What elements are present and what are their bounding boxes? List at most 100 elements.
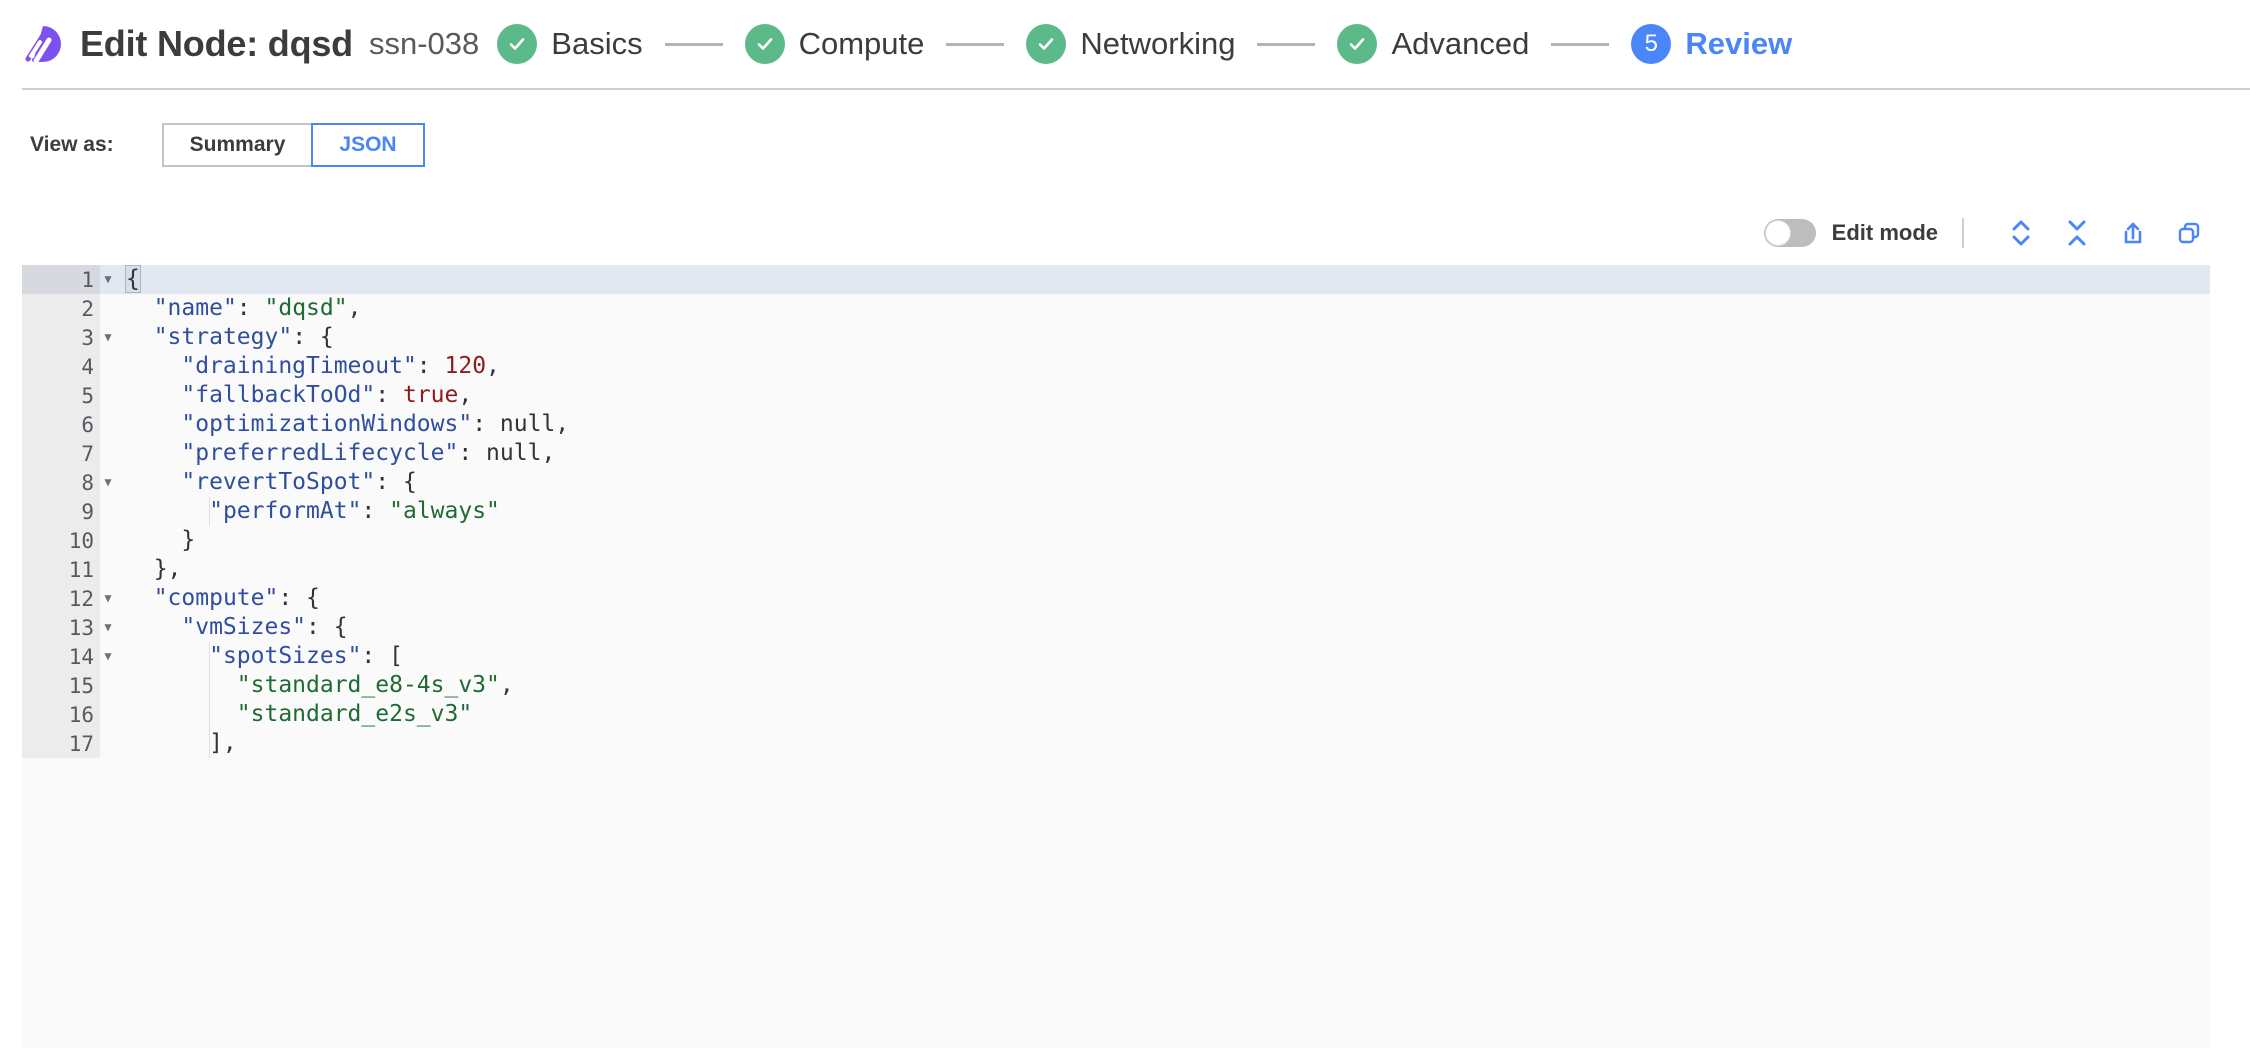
line-number: 2: [22, 294, 100, 323]
code-line[interactable]: 6▼ "optimizationWindows": null,: [22, 410, 2210, 439]
code-token: ,: [347, 295, 362, 321]
fold-toggle-icon[interactable]: ▼: [104, 475, 112, 489]
code-token: null: [499, 411, 556, 437]
fold-toggle-icon[interactable]: ▼: [104, 649, 112, 663]
collapse-all-icon[interactable]: [2054, 213, 2100, 253]
code-text: "optimizationWindows": null,: [116, 410, 569, 439]
code-text: ],: [116, 729, 237, 758]
step-label: Compute: [798, 26, 925, 61]
code-line[interactable]: 17▼ ],: [22, 729, 2210, 758]
code-token: "vmSizes": [181, 614, 307, 640]
code-line[interactable]: 3 ▼ "strategy": {: [22, 323, 2210, 352]
fold-toggle-icon[interactable]: ▼: [104, 330, 112, 344]
code-line[interactable]: 10▼ }: [22, 526, 2210, 555]
code-token: },: [126, 556, 182, 582]
code-line[interactable]: 13▼ "vmSizes": {: [22, 613, 2210, 642]
code-token: 120: [444, 353, 487, 379]
step-label: Advanced: [1391, 26, 1530, 61]
code-text: "spotSizes": [: [116, 642, 403, 671]
node-id: ssn-038: [368, 26, 480, 61]
code-text: "strategy": {: [116, 323, 334, 352]
indent-guide: [209, 642, 210, 671]
code-line[interactable]: 1▼{: [22, 265, 2210, 294]
code-token: [126, 440, 181, 466]
code-line[interactable]: 2▼ "name": "dqsd",: [22, 294, 2210, 323]
step-review[interactable]: 5 Review: [1631, 24, 1792, 64]
view-as-option-summary[interactable]: Summary: [161, 123, 312, 167]
page-title: Edit Node: dqsd: [80, 23, 353, 64]
spot-logo-icon: [22, 23, 64, 65]
code-line[interactable]: 12▼ "compute": {: [22, 584, 2210, 613]
code-line[interactable]: 5▼ "fallbackToOd": true,: [22, 381, 2210, 410]
code-token: : {: [375, 469, 417, 495]
indent-guide: [209, 497, 210, 526]
export-icon[interactable]: [2110, 213, 2156, 253]
code-token: "name": [153, 295, 237, 321]
code-token: "strategy": [153, 324, 293, 350]
code-token: :: [361, 498, 390, 524]
step-compute[interactable]: Compute: [744, 24, 925, 64]
code-token: :: [458, 440, 487, 466]
copy-icon[interactable]: [2166, 213, 2212, 253]
editor-toolbar: Edit mode: [0, 213, 2250, 253]
code-text: "standard_e2s_v3": [116, 700, 472, 729]
view-as-option-json[interactable]: JSON: [311, 123, 425, 167]
code-token: : {: [306, 614, 348, 640]
code-token: true: [402, 382, 459, 408]
json-code-editor[interactable]: 1▼{2▼ "name": "dqsd",3▼ "strategy": {4▼ …: [22, 265, 2210, 1048]
code-line[interactable]: 7▼ "preferredLifecycle": null,: [22, 439, 2210, 468]
code-token: [126, 614, 181, 640]
edit-mode-toggle[interactable]: [1763, 219, 1816, 247]
line-number: 3: [22, 323, 100, 352]
code-token: [126, 411, 181, 437]
code-token: [126, 672, 237, 698]
code-token: ,: [555, 411, 570, 437]
code-text: {: [116, 265, 141, 294]
code-token: ,: [486, 353, 500, 379]
code-line[interactable]: 16▼ "standard_e2s_v3": [22, 700, 2210, 729]
indent-guide: [209, 671, 210, 700]
code-token: "preferredLifecycle": [181, 440, 459, 466]
code-token: [126, 353, 181, 379]
code-token: "standard_e8-4s_v3": [236, 672, 500, 698]
code-text: "revertToSpot": {: [116, 468, 417, 497]
fold-toggle-icon[interactable]: ▼: [104, 591, 112, 605]
code-token: : {: [292, 324, 334, 350]
code-token: null: [486, 440, 542, 466]
view-as-label: View as:: [30, 133, 114, 156]
code-line[interactable]: 15▼ "standard_e8-4s_v3",: [22, 671, 2210, 700]
line-number: 7: [22, 439, 100, 468]
toolbar-divider: [1962, 218, 1964, 248]
code-line[interactable]: 9▼ "performAt": "always": [22, 497, 2210, 526]
expand-all-icon[interactable]: [1998, 213, 2044, 253]
code-token: ,: [499, 672, 514, 698]
step-label: Review: [1685, 26, 1793, 61]
step-networking[interactable]: Networking: [1026, 24, 1235, 64]
indent-guide: [209, 729, 210, 758]
edit-mode-label: Edit mode: [1831, 220, 1938, 245]
check-icon: [1337, 24, 1378, 64]
check-icon: [497, 24, 538, 64]
line-number: 11: [22, 555, 100, 584]
code-token: {: [125, 265, 141, 293]
line-number: 9: [22, 497, 100, 526]
code-line[interactable]: 8 ▼ "revertToSpot": {: [22, 468, 2210, 497]
code-token: ],: [126, 730, 237, 756]
line-number: 8: [22, 468, 100, 497]
fold-toggle-icon[interactable]: ▼: [104, 620, 112, 634]
code-line[interactable]: 11▼ },: [22, 555, 2210, 584]
line-number: 10: [22, 526, 100, 555]
check-icon: [1026, 24, 1067, 64]
code-token: "fallbackToOd": [181, 382, 376, 408]
step-advanced[interactable]: Advanced: [1337, 24, 1529, 64]
step-connector: [946, 42, 1005, 46]
code-line[interactable]: 14▼ "spotSizes": [: [22, 642, 2210, 671]
fold-toggle-icon[interactable]: ▼: [104, 272, 112, 286]
line-number: 17: [22, 729, 100, 758]
code-text: "fallbackToOd": true,: [116, 381, 472, 410]
step-number: 5: [1644, 30, 1659, 57]
code-line[interactable]: 4▼ "drainingTimeout": 120,: [22, 352, 2210, 381]
step-basics[interactable]: Basics: [497, 24, 643, 64]
toggle-knob: [1764, 220, 1791, 246]
